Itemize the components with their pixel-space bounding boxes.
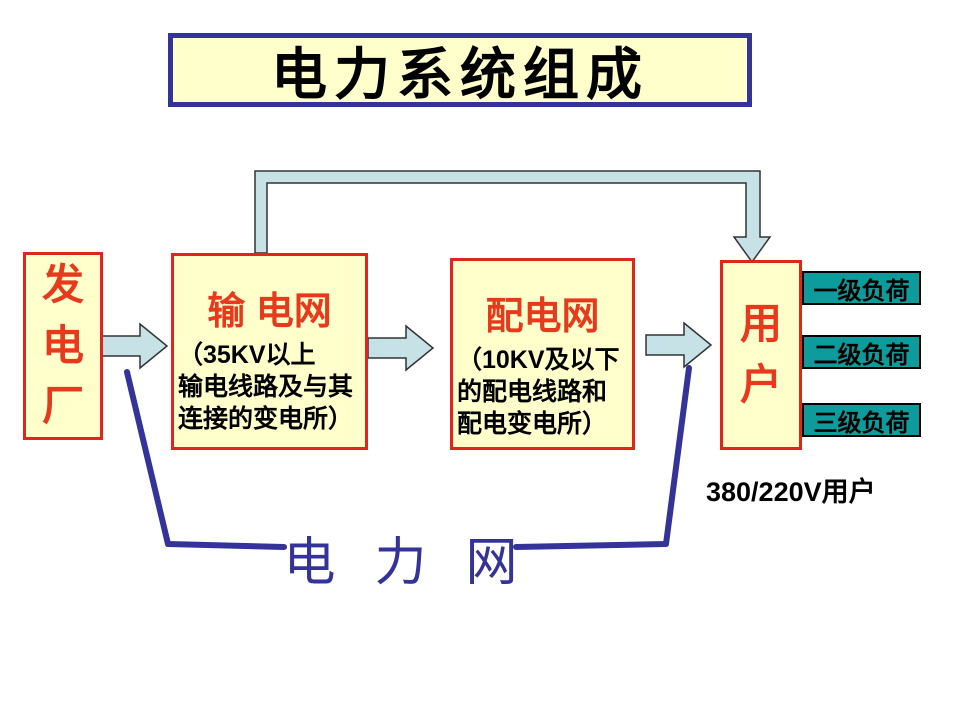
transmission-desc-line-2: 输电线路及与其 — [178, 373, 354, 401]
arrow-distribution-to-users — [645, 321, 713, 369]
node-transmission-grid: 输 电网 （35KV以上 输电线路及与其 连接的变电所） — [171, 253, 368, 450]
load-level-1-box: 一级负荷 — [802, 271, 921, 305]
node-power-plant: 发电厂 — [23, 252, 103, 440]
power-plant-label: 发电厂 — [41, 260, 84, 430]
transmission-grid-desc: （35KV以上 输电线路及与其 连接的变电所） — [174, 339, 365, 435]
grid-bracket-left — [124, 369, 287, 550]
transmission-grid-title: 输 电网 — [207, 291, 332, 333]
load-level-2-box: 二级负荷 — [802, 335, 921, 369]
node-users: 用户 — [720, 260, 802, 450]
distribution-desc-line-3: 配电变电所） — [457, 410, 608, 438]
node-distribution-grid: 配电网 （10KV及以下 的配电线路和 配电变电所） — [450, 258, 635, 450]
distribution-grid-title: 配电网 — [485, 296, 600, 338]
distribution-desc-line-1: （10KV及以下 — [457, 346, 620, 374]
arrow-plant-to-transmission — [101, 322, 169, 370]
page-title: 电力系统组成 — [271, 42, 649, 106]
title-box: 电力系统组成 — [168, 33, 752, 107]
arrow-transmission-to-distribution — [367, 324, 435, 372]
distribution-grid-desc: （10KV及以下 的配电线路和 配电变电所） — [453, 344, 632, 440]
transmission-desc-line-1: （35KV以上 — [178, 341, 316, 369]
feedback-pipe-arrow — [254, 170, 772, 264]
distribution-desc-line-2: 的配电线路和 — [457, 378, 608, 406]
load-level-3-box: 三级负荷 — [802, 403, 921, 437]
users-label: 用户 — [739, 300, 782, 408]
lv-users-caption: 380/220V用户 — [706, 477, 876, 507]
power-grid-label: 电 力 网 — [283, 535, 518, 592]
transmission-desc-line-3: 连接的变电所） — [178, 405, 354, 433]
grid-bracket-right — [513, 365, 692, 550]
